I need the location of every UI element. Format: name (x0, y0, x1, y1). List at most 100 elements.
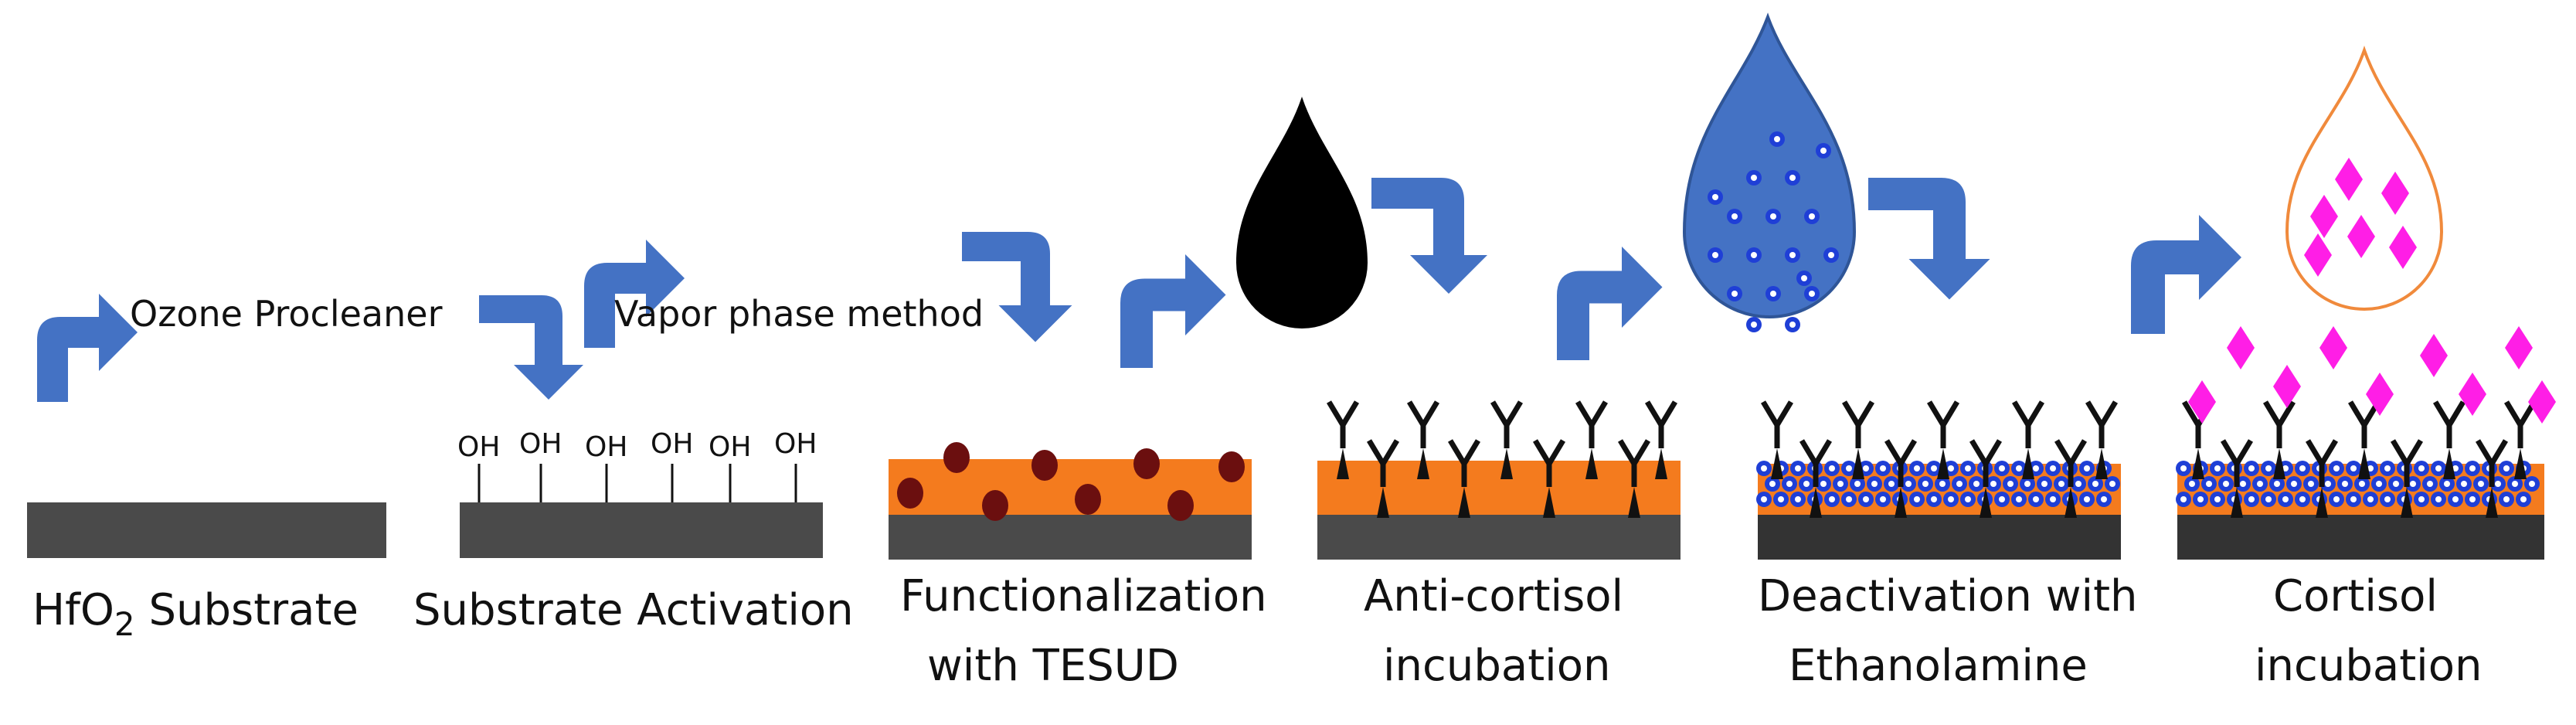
ethanolamine-icon (2329, 461, 2344, 476)
cortisol-droplet (2285, 46, 2444, 311)
ethanolamine-icon (2295, 461, 2310, 476)
ethanolamine-icon (1960, 492, 1976, 507)
step-label-deactivation-2: Ethanolamine (1789, 641, 2088, 691)
step-label-cortisol: Cortisol (2273, 571, 2438, 621)
ethanolamine-icon (1969, 476, 1984, 492)
ethanolamine-icon (2448, 492, 2463, 507)
arrow-icon (37, 294, 138, 402)
ethanolamine-icon (2210, 492, 2225, 507)
ethanolamine-icon (1960, 461, 1976, 476)
step-label-cortisol-2: incubation (2255, 641, 2482, 691)
cortisol-icon (2366, 373, 2394, 416)
ethanolamine-icon (1875, 492, 1891, 507)
ethanolamine-icon (2465, 461, 2480, 476)
step-label-hfo2: HfO2 Substrate (32, 585, 359, 643)
cortisol-icon (2273, 365, 2301, 408)
step-label-deactivation: Deactivation with (1758, 571, 2138, 621)
ethanolamine-icon (2371, 476, 2387, 492)
vapor-phase-label: Vapor phase method (614, 293, 984, 335)
ethanolamine-icon (2176, 492, 2191, 507)
ethanolamine-icon (2329, 492, 2344, 507)
substrate-layer (889, 515, 1252, 560)
step-deactivation (1756, 402, 2121, 560)
arrow-icon (1120, 254, 1226, 368)
ethanolamine-icon (1746, 247, 1762, 263)
ethanolamine-icon (1909, 492, 1925, 507)
ethanolamine-icon (2244, 461, 2259, 476)
ethanolamine-icon (1708, 189, 1723, 205)
step-label-functionalization: Functionalization (900, 571, 1267, 621)
ethanolamine-icon (2473, 476, 2489, 492)
ethanolamine-icon (2431, 461, 2446, 476)
ethanolamine-icon (2499, 461, 2514, 476)
arrow-icon (1868, 178, 1990, 300)
ethanolamine-icon (1708, 247, 1723, 263)
ethanolamine-icon (2011, 492, 2027, 507)
arrow-icon (2131, 215, 2241, 334)
ethanolamine-layer (1756, 461, 2120, 507)
ethanolamine-icon (2003, 476, 2018, 492)
ethanolamine-droplet (1682, 12, 1857, 318)
ethanolamine-icon (1841, 492, 1857, 507)
ethanolamine-icon (1816, 143, 1831, 158)
ethanolamine-icon (2028, 492, 2044, 507)
substrate-layer (2177, 515, 2544, 560)
ethanolamine-icon (2414, 492, 2429, 507)
step-label-functionalization-2: with TESUD (927, 641, 1179, 691)
ethanolamine-icon (2079, 492, 2095, 507)
substrate-layer (27, 502, 386, 558)
ethanolamine-icon (1918, 476, 1933, 492)
ethanolamine-icon (2218, 476, 2234, 492)
ethanolamine-icon (2176, 461, 2191, 476)
ethanolamine-icon (1756, 492, 1772, 507)
ethanolamine-icon (2079, 461, 2095, 476)
ethanolamine-icon (1926, 492, 1942, 507)
ethanolamine-icon (1823, 247, 1839, 263)
ethanolamine-icon (1785, 317, 1800, 332)
cortisol-icon (2319, 326, 2347, 369)
ethanolamine-icon (2346, 461, 2361, 476)
ethanolamine-icon (1796, 271, 1812, 286)
step-anti-cortisol (1317, 402, 1681, 560)
ethanolamine-icon (2431, 492, 2446, 507)
ethanolamine-icon (1765, 286, 1781, 301)
ethanolamine-icon (1858, 492, 1874, 507)
substrate-layer (460, 502, 823, 558)
ethanolamine-icon (2465, 492, 2480, 507)
ethanolamine-icon (2380, 492, 2395, 507)
arrow-icon (479, 295, 583, 400)
ethanolamine-icon (2045, 461, 2061, 476)
ethanolamine-icon (2244, 492, 2259, 507)
ethanolamine-icon (1746, 317, 1762, 332)
ethanolamine-icon (1804, 286, 1820, 301)
arrow-icon (1371, 178, 1487, 294)
ethanolamine-icon (2278, 492, 2293, 507)
ethanolamine-icon (1799, 476, 1814, 492)
ethanolamine-icon (1727, 209, 1742, 224)
ethanolamine-icon (1773, 492, 1789, 507)
step-label-anti-cortisol-2: incubation (1383, 641, 1610, 691)
ethanolamine-layer (2176, 461, 2540, 507)
ozone-procleaner-label: Ozone Procleaner (130, 293, 443, 335)
oh-label: OH (651, 428, 693, 460)
ethanolamine-icon (2516, 492, 2531, 507)
oh-label: OH (519, 428, 562, 460)
ethanolamine-icon (1804, 209, 1820, 224)
ethanolamine-icon (1952, 476, 1967, 492)
ethanolamine-icon (2380, 461, 2395, 476)
ethanolamine-icon (2261, 461, 2276, 476)
cortisol-icon (2459, 373, 2486, 416)
cortisol-icon (2227, 326, 2255, 369)
oh-label: OH (774, 428, 817, 460)
ethanolamine-icon (1782, 476, 1797, 492)
ethanolamine-icon (2422, 476, 2438, 492)
cortisol-icon (2420, 334, 2448, 377)
step-label-anti-cortisol: Anti-cortisol (1364, 571, 1623, 621)
ethanolamine-icon (2054, 476, 2069, 492)
step-cortisol (2176, 326, 2556, 560)
cortisol-icon (2528, 380, 2556, 424)
ethanolamine-icon (1765, 209, 1781, 224)
oh-label: OH (585, 431, 627, 463)
